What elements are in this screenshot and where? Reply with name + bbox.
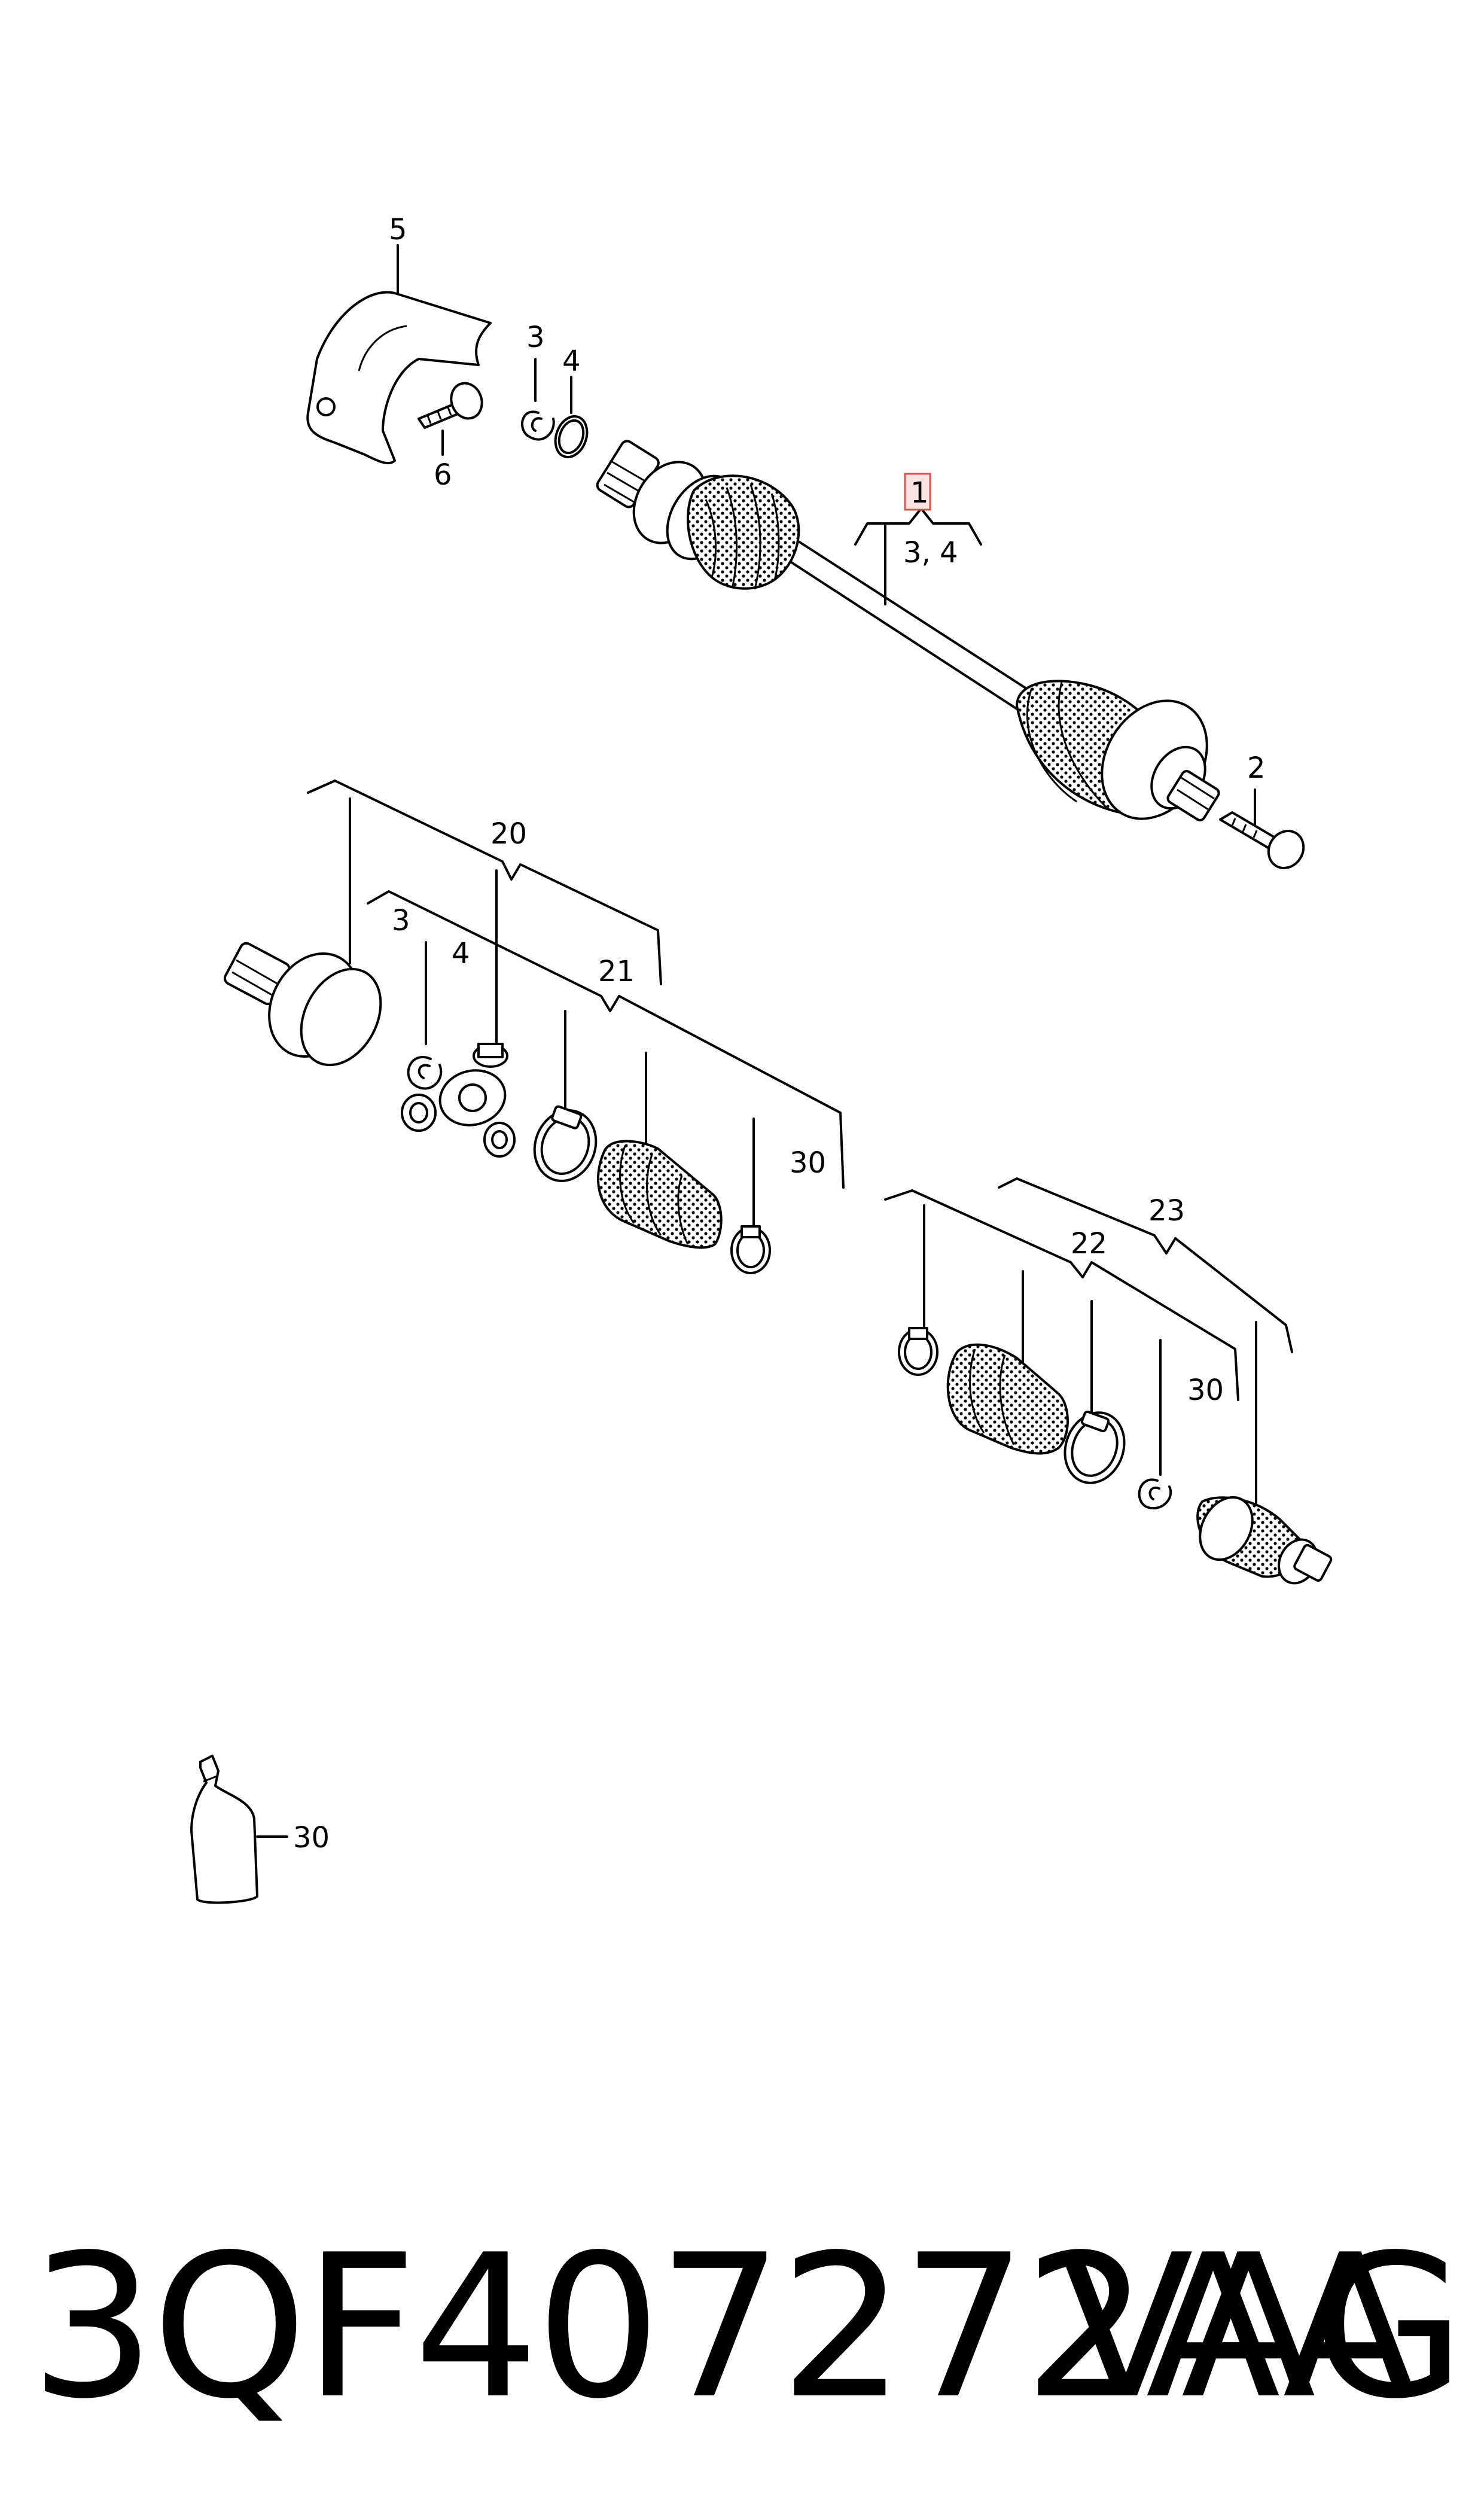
boot-clamp-small bbox=[730, 1225, 771, 1274]
bracket-20: 20 bbox=[307, 780, 662, 1054]
circlip-right bbox=[1138, 1478, 1172, 1510]
callout-5: 5 bbox=[389, 213, 407, 246]
brand-label: VAG bbox=[1058, 2212, 1465, 2442]
circlip-3-mid: 3 bbox=[392, 904, 443, 1090]
tripod-4: 4 bbox=[401, 937, 516, 1158]
drive-shaft-assembly: 1 3, 4 bbox=[596, 440, 1220, 821]
inner-joint-housing bbox=[223, 942, 382, 1067]
inner-boot bbox=[687, 474, 800, 590]
outer-cv-joint bbox=[1101, 699, 1220, 821]
callout-2: 2 bbox=[1247, 751, 1266, 785]
callout-22: 22 bbox=[1071, 1227, 1107, 1260]
inner-boot-mid bbox=[597, 1140, 723, 1249]
callout-3-top: 3 bbox=[526, 321, 545, 354]
ring-4-top: 4 bbox=[554, 345, 589, 458]
callout-30-a: 30 bbox=[790, 1146, 826, 1180]
callout-1: 1 bbox=[910, 476, 929, 510]
callout-20: 20 bbox=[490, 817, 527, 851]
callout-21: 21 bbox=[598, 955, 635, 988]
footer: 3QF407272AA VAG bbox=[30, 2208, 1465, 2447]
callout-4-mid: 4 bbox=[452, 937, 470, 970]
highlight-box bbox=[904, 473, 931, 511]
heat-shield-5: 5 bbox=[306, 213, 492, 465]
callout-3-mid: 3 bbox=[392, 904, 410, 937]
part-number: 3QF407272AA bbox=[30, 2212, 1418, 2442]
callout-1-sublabel: 3, 4 bbox=[903, 536, 958, 570]
callout-30-b: 30 bbox=[1187, 1374, 1224, 1407]
boot-clamp-large bbox=[533, 1105, 598, 1182]
callout-4-top: 4 bbox=[562, 345, 581, 378]
circlip-3-top: 3 bbox=[521, 321, 555, 441]
grease-tube: 30 bbox=[190, 1755, 330, 1904]
callout-30-tube: 30 bbox=[293, 1821, 330, 1855]
boot-clamp-small-right bbox=[898, 1327, 938, 1376]
boot-clamp-large-right bbox=[1064, 1410, 1126, 1484]
callout-6: 6 bbox=[434, 458, 452, 492]
bracket-23: 23 bbox=[998, 1177, 1293, 1506]
outer-boot-right bbox=[946, 1343, 1069, 1455]
callout-23: 23 bbox=[1148, 1194, 1185, 1228]
bolt-2: 2 bbox=[1219, 751, 1305, 869]
bracket-21: 21 30 bbox=[367, 890, 845, 1228]
bolt-6: 6 bbox=[418, 382, 483, 492]
outer-joint-right bbox=[1196, 1496, 1333, 1585]
bracket-22: 22 30 bbox=[884, 1189, 1239, 1476]
